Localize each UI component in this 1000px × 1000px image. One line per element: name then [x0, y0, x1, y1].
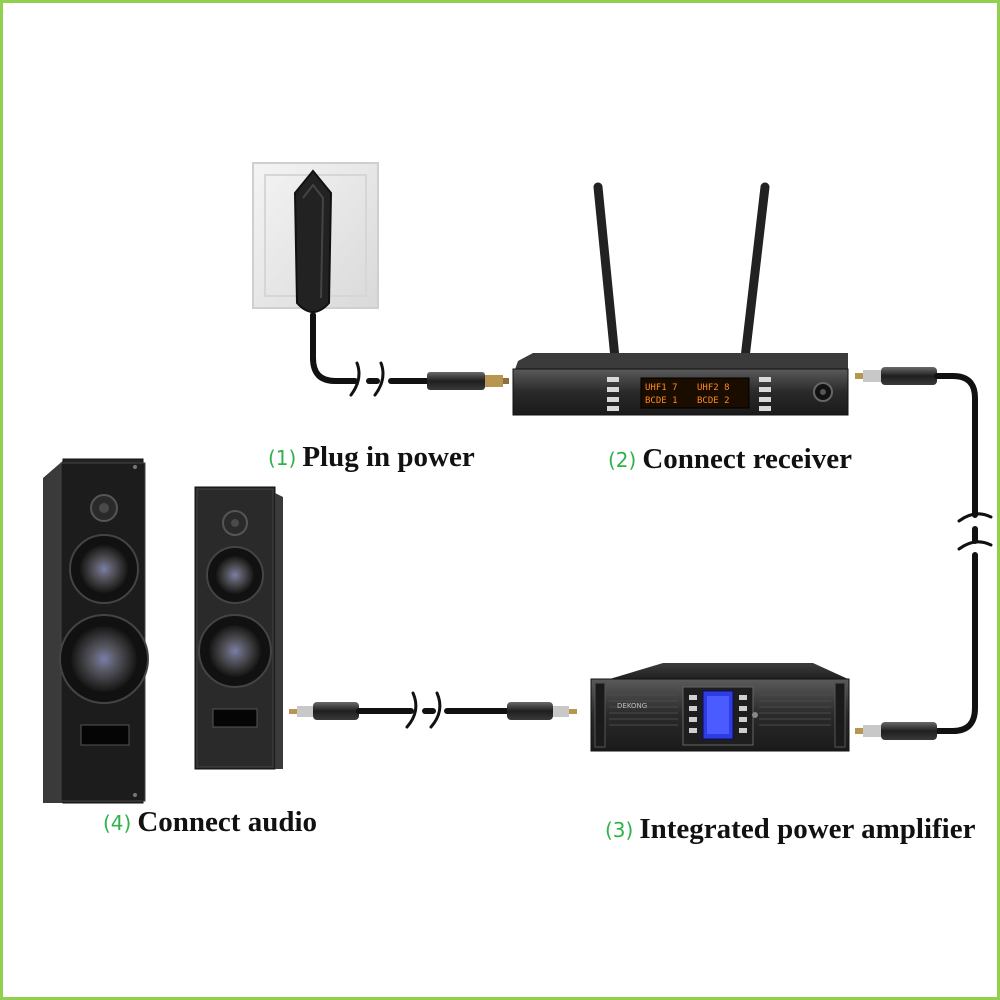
amplifier-left-grille — [609, 688, 678, 726]
signal-cable — [934, 373, 993, 734]
power-adapter-body — [293, 169, 333, 313]
amplifier-top — [603, 663, 848, 681]
dc-plug — [427, 372, 509, 390]
receiver-display-line-1: UHF1 7 — [645, 383, 678, 393]
right-antenna — [740, 182, 770, 363]
step-2-number: (2) — [608, 447, 637, 472]
step-2-text: Connect receiver — [642, 443, 852, 475]
step-4-text: Connect audio — [137, 806, 318, 838]
step-4-label: (4)Connect audio — [103, 806, 317, 839]
receiver-display — [640, 377, 750, 409]
receiver-display-line-4: BCDE 2 — [697, 396, 730, 406]
amplifier-right-grille — [759, 688, 831, 726]
power-adapter-highlight — [302, 183, 325, 299]
step-3-label: (3)Integrated power amplifier — [605, 813, 975, 846]
speaker-large — [43, 458, 149, 804]
speaker-cable — [356, 691, 510, 729]
speaker-jack-plug-left — [289, 702, 359, 720]
wireless-receiver: UHF1 7 BCDE 1 UHF2 8 BCDE 2 — [512, 182, 849, 416]
step-1-label: (1)Plug in power — [268, 441, 475, 474]
receiver-left-buttons — [607, 377, 619, 411]
step-2-label: (2)Connect receiver — [608, 443, 852, 476]
receiver-display-line-3: UHF2 8 — [697, 383, 730, 393]
step-1-text: Plug in power — [302, 441, 475, 473]
receiver-display-line-2: BCDE 1 — [645, 396, 678, 406]
amplifier-brand: DEKONG — [617, 702, 647, 710]
speaker-small-port — [212, 708, 258, 728]
speaker-large-port — [80, 724, 130, 746]
receiver-jack-plug — [855, 367, 937, 385]
amplifier-jack-plug — [855, 722, 937, 740]
step-4-number: (4) — [103, 810, 132, 835]
step-3-number: (3) — [605, 817, 634, 842]
left-antenna — [593, 182, 620, 363]
step-3-text: Integrated power amplifier — [639, 813, 976, 845]
receiver-right-buttons — [759, 377, 771, 411]
speaker-small — [194, 486, 283, 770]
diagram-artwork: UHF1 7 BCDE 1 UHF2 8 BCDE 2 — [43, 162, 993, 804]
step-1-number: (1) — [268, 445, 297, 470]
speaker-jack-plug-right — [507, 702, 577, 720]
power-amplifier: DEKONG — [590, 663, 850, 752]
wall-socket-adapter — [252, 162, 379, 313]
power-cable — [310, 312, 431, 397]
